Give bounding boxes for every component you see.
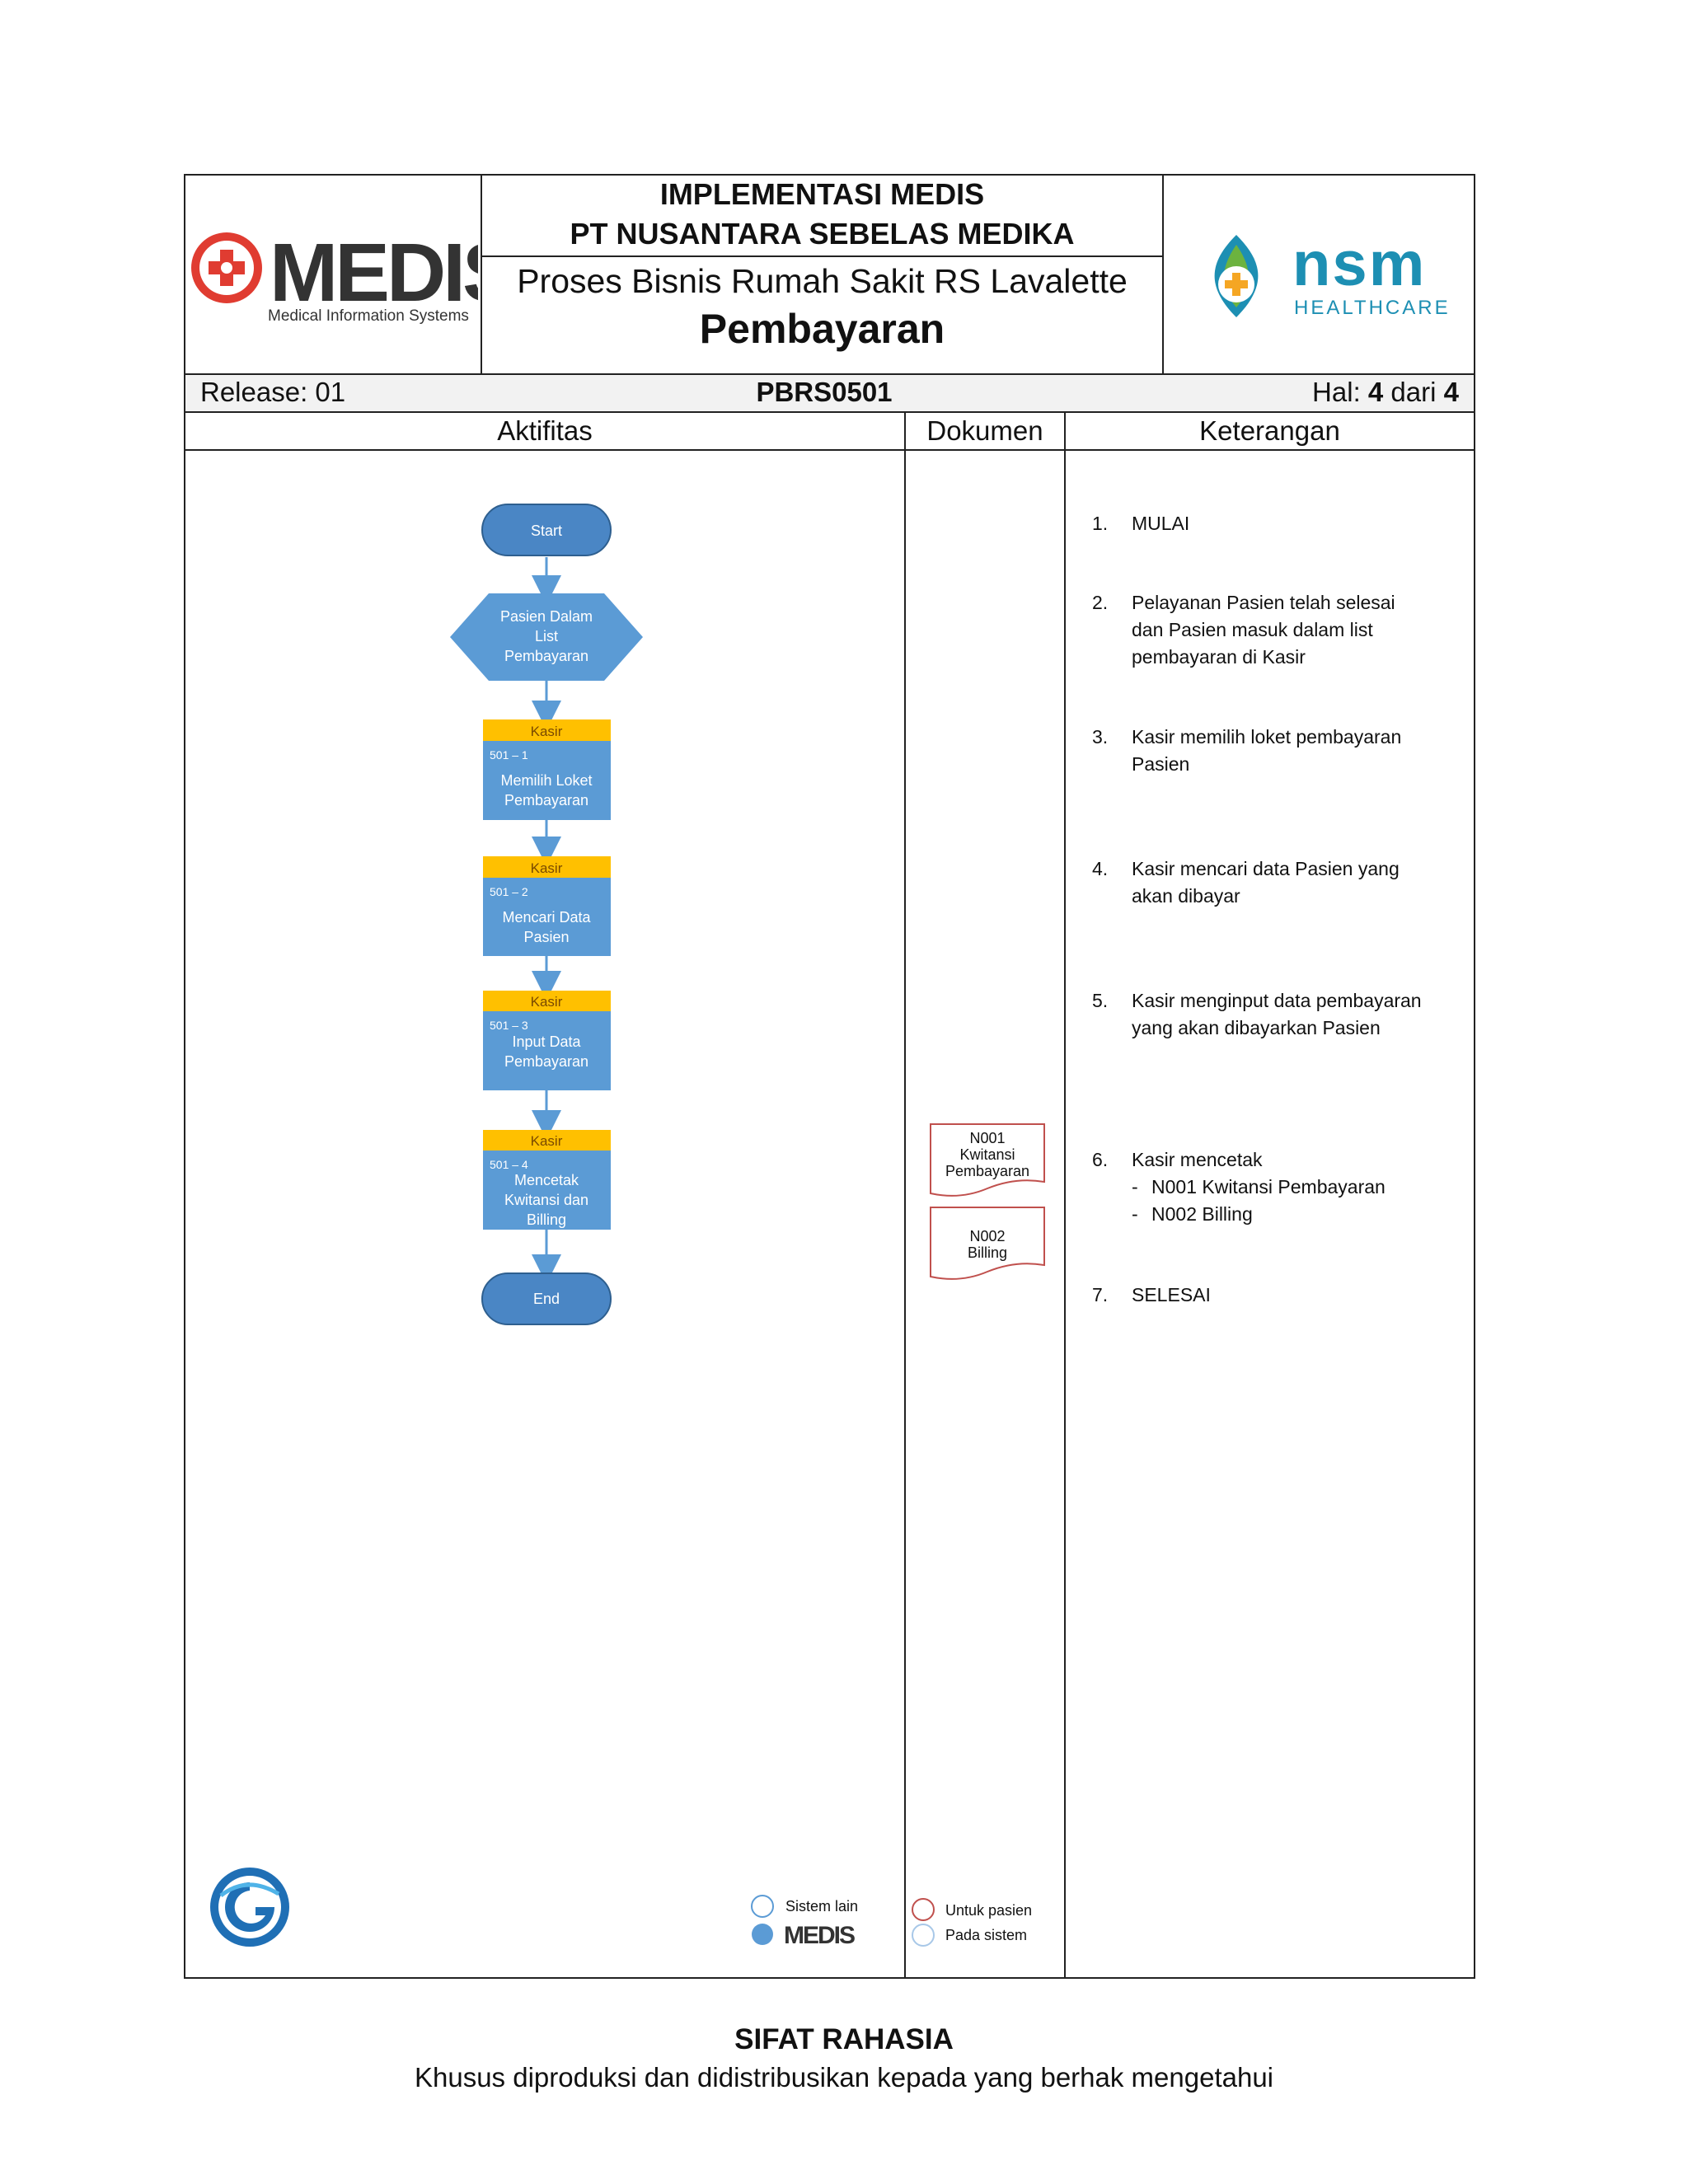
step-1-code: 501 – 1 [490, 748, 528, 762]
header-divider-left [481, 174, 482, 375]
company-emblem-icon [210, 1868, 289, 1947]
nsm-logo-tagline: HEALTHCARE [1294, 297, 1451, 319]
step-1-label-line1: Memilih Loket [500, 772, 592, 789]
footer-title: SIFAT RAHASIA [734, 2023, 954, 2055]
note-5-text: Kasir menginput data pembayaran yang aka… [1132, 990, 1422, 1038]
column-header-documents: Dokumen [926, 415, 1043, 446]
document-frame [184, 174, 1475, 1979]
document-code: PBRS0501 [756, 377, 893, 407]
document-n002: N002 Billing [930, 1207, 1045, 1280]
document-n002-line2: Billing [968, 1244, 1007, 1261]
step-1-role: Kasir [531, 724, 563, 739]
column-header-bottom-line [184, 449, 1475, 451]
medis-logo: MEDIS Medical Information Systems [190, 223, 518, 338]
process-step-3: Kasir 501 – 3 Input Data Pembayaran [483, 991, 611, 1090]
step-2-label-line2: Pasien [523, 929, 569, 945]
page-counter: Hal: 4 dari 4 [1312, 377, 1459, 408]
release-label: Release: 01 [200, 377, 346, 407]
page-counter-prefix: Hal: [1312, 377, 1368, 407]
document-n001-line2: Kwitansi [959, 1146, 1015, 1163]
end-label: End [533, 1291, 560, 1307]
step-4-label-line3: Billing [527, 1212, 566, 1228]
header-title-line1: IMPLEMENTASI MEDIS [659, 177, 985, 211]
step-1-label-line2: Pembayaran [504, 792, 588, 808]
step-4-label-line1: Mencetak [514, 1172, 579, 1188]
note-3-text: Kasir memilih loket pembayaran Pasien [1132, 726, 1402, 775]
note-2-text: Pelayanan Pasien telah selesai dan Pasie… [1132, 592, 1395, 668]
note-1-text: MULAI [1132, 513, 1190, 534]
process-step-1: Kasir 501 – 1 Memilih Loket Pembayaran [483, 719, 611, 820]
document-n001-line3: Pembayaran [945, 1163, 1029, 1179]
header-bottom-line [184, 373, 1475, 375]
note-2-number: 2. [1092, 592, 1109, 613]
note-1-number: 1. [1092, 513, 1109, 534]
document-n002-line1: N002 [969, 1228, 1005, 1244]
medis-logo-tagline: Medical Information Systems [268, 307, 469, 325]
note-6-number: 6. [1092, 1149, 1109, 1170]
step-4-label-line2: Kwitansi dan [504, 1192, 588, 1208]
page-total: 4 [1443, 377, 1459, 407]
column-header-activities: Aktifitas [497, 415, 593, 446]
header-title-line2: PT NUSANTARA SEBELAS MEDIKA [570, 217, 1075, 251]
legend: Sistem lain MEDIS Untuk pasien Pada sist… [751, 1895, 1032, 1949]
start-terminal: Start [481, 504, 612, 556]
footer-subtitle: Khusus diproduksi dan didistribusikan ke… [414, 2062, 1273, 2093]
step-2-label-line1: Mencari Data [502, 909, 591, 926]
note-5-number: 5. [1092, 990, 1109, 1011]
legend-outline-lightblue-icon [912, 1924, 935, 1947]
preparation-shape: Pasien Dalam List Pembayaran [450, 593, 643, 681]
step-4-code: 501 – 4 [490, 1158, 528, 1171]
note-3-number: 3. [1092, 726, 1109, 748]
process-step-2: Kasir 501 – 2 Mencari Data Pasien [483, 856, 611, 956]
page-counter-mid: dari [1383, 377, 1444, 407]
meta-row-background [185, 375, 1474, 412]
prep-label-line3: Pembayaran [504, 648, 588, 664]
legend-outline-red-icon [912, 1898, 935, 1921]
note-6-sub-2-text: N002 Billing [1151, 1203, 1253, 1225]
column-divider-activities [904, 411, 906, 1979]
legend-sistem-lain: Sistem lain [785, 1898, 858, 1915]
nsm-logo-mark [1214, 235, 1259, 317]
start-label: Start [531, 523, 562, 539]
note-6-text: Kasir mencetak [1132, 1149, 1263, 1170]
document-n001-line1: N001 [969, 1130, 1005, 1146]
note-4-text: Kasir mencari data Pasien yang akan diba… [1132, 858, 1400, 907]
prep-label-line2: List [535, 628, 558, 644]
medis-logo-mark: MEDIS [191, 227, 518, 319]
note-6-sub-1-text: N001 Kwitansi Pembayaran [1151, 1176, 1386, 1197]
column-divider-documents [1064, 411, 1066, 1979]
end-terminal: End [481, 1272, 612, 1325]
legend-filled-blue-icon [752, 1924, 773, 1945]
note-4-number: 4. [1092, 858, 1109, 879]
nsm-logo-text: nsm [1292, 229, 1427, 299]
column-header-notes: Keterangan [1199, 415, 1340, 446]
step-2-code: 501 – 2 [490, 885, 528, 898]
legend-medis: MEDIS [784, 1922, 855, 1949]
document-n001: N001 Kwitansi Pembayaran [930, 1123, 1045, 1197]
legend-outline-blue-icon [751, 1895, 774, 1918]
nsm-logo: nsm HEALTHCARE [1195, 227, 1448, 334]
header-divider-mid [481, 255, 1164, 257]
step-4-role: Kasir [531, 1133, 563, 1149]
step-3-label-line1: Input Data [512, 1033, 581, 1050]
page-title: Pembayaran [699, 306, 945, 352]
step-3-role: Kasir [531, 994, 563, 1010]
header-divider-right [1162, 174, 1164, 375]
step-3-code: 501 – 3 [490, 1019, 528, 1032]
note-7-number: 7. [1092, 1284, 1109, 1305]
legend-untuk-pasien: Untuk pasien [945, 1902, 1032, 1919]
meta-bottom-line [184, 411, 1475, 413]
header-subtitle: Proses Bisnis Rumah Sakit RS Lavalette [517, 262, 1128, 300]
prep-label-line1: Pasien Dalam [500, 608, 593, 625]
note-7-text: SELESAI [1132, 1284, 1211, 1305]
step-3-label-line2: Pembayaran [504, 1053, 588, 1070]
legend-pada-sistem: Pada sistem [945, 1927, 1027, 1943]
page-current: 4 [1367, 377, 1384, 407]
step-2-role: Kasir [531, 860, 563, 876]
svg-text:MEDIS: MEDIS [270, 227, 478, 319]
process-step-4: Kasir 501 – 4 Mencetak Kwitansi dan Bill… [483, 1130, 611, 1230]
